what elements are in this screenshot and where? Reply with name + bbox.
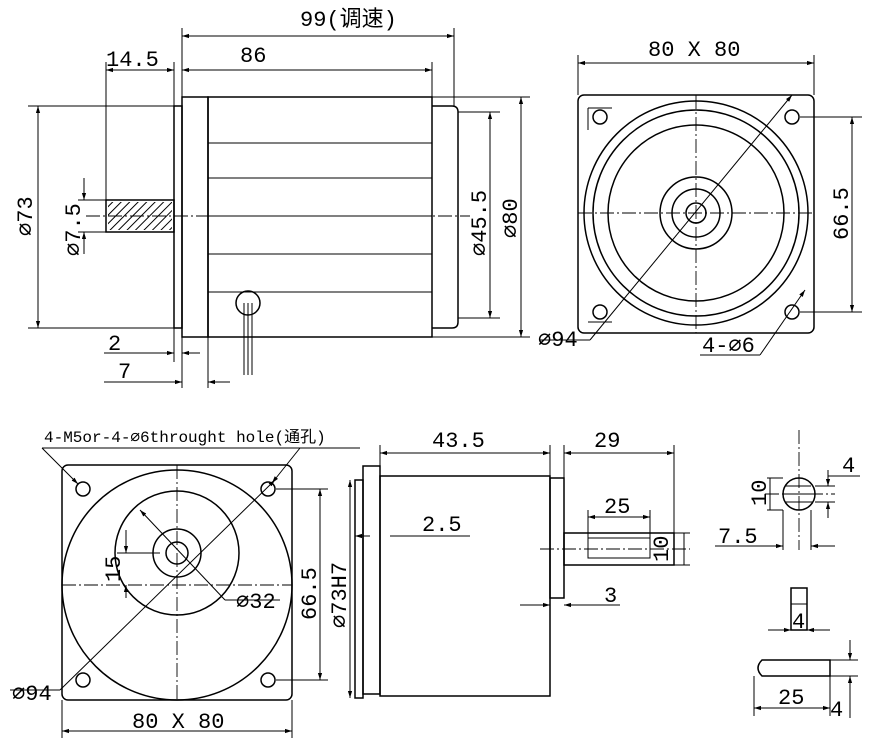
cable-wires [243,303,253,375]
dim-flange-label: 14.5 [106,48,159,73]
gear-dim-3-label: 3 [604,584,617,609]
flange-dim-square-label: 80 X 80 [132,710,224,735]
flange-dim-32-label: ⌀32 [236,590,276,615]
detail-dim-10-label: 10 [748,480,773,506]
detail-dim-4c-label: 4 [830,698,843,723]
detail-dim-75-label: 7.5 [718,525,758,550]
flange-hole-tr [260,481,276,497]
mount-hole-tr [784,109,800,125]
key-detail [790,587,808,631]
front-view: ⌀94 4-⌀6 80 X 80 66.5 [538,38,862,359]
gear-dim-25b-label: 2.5 [422,513,462,538]
mount-hole-bl [592,304,608,320]
gear-boss-side [549,477,565,599]
key-side-detail [757,659,831,677]
gear-dim-73h7-label: ⌀73H7 [328,562,353,628]
output-shaft-key [587,537,651,559]
motor-body [207,96,433,338]
flange-dim-665-label: 66.5 [298,567,323,620]
mount-hole-br [784,304,800,320]
side-view: 99(调速) 86 14.5 ⌀73 ⌀7.5 ⌀45.5 ⌀80 [14,7,530,388]
dim-dia73-label: ⌀73 [14,196,39,236]
dim-2-label: 2 [108,332,121,357]
gear-dim-10-label: 10 [650,536,675,562]
gear-dim-25-label: 25 [604,495,630,520]
mount-hole-tl [592,109,608,125]
flange-hole-tl [75,481,91,497]
gear-side-view: 43.5 29 25 10 2.5 3 ⌀73H7 [328,429,690,699]
front-dim-holes-label: 4-⌀6 [702,334,755,359]
gear-dim-435-label: 43.5 [432,429,485,454]
flange-view: ⌀94 ⌀32 15 4-M5or-4-⌀6throught hole(通孔) … [10,428,360,738]
flange-plate [173,105,183,329]
dim-dia45-label: ⌀45.5 [468,190,493,256]
dim-shaft-label: ⌀7.5 [62,203,87,256]
detail-dim-25-label: 25 [778,686,804,711]
detail-dim-4a-label: 4 [842,454,855,479]
flange-hole-bl [75,672,91,688]
rear-cap [432,105,459,329]
dim-7-label: 7 [118,360,131,385]
dim-body-label: 86 [240,44,266,69]
front-dim-pcd-label: ⌀94 [538,328,578,353]
flange-note-label: 4-M5or-4-⌀6throught hole(通孔) [44,428,326,447]
flange-dim-pcd-label: ⌀94 [12,682,52,707]
gear-flange-lip [354,479,364,699]
gear-dim-29-label: 29 [594,429,620,454]
dim-dia80-label: ⌀80 [499,198,524,238]
dim-overall-label: 99(调速) [300,7,397,33]
front-dim-square-label: 80 X 80 [648,38,740,63]
motor-front-cap [181,96,209,338]
front-dim-665-label: 66.5 [830,187,855,240]
flange-hole-br [260,672,276,688]
shaft-details: 4 10 7.5 4 25 4 [715,430,860,723]
gear-body [379,475,551,697]
flange-dim-15-label: 15 [102,556,127,582]
detail-dim-4b-label: 4 [792,610,805,635]
